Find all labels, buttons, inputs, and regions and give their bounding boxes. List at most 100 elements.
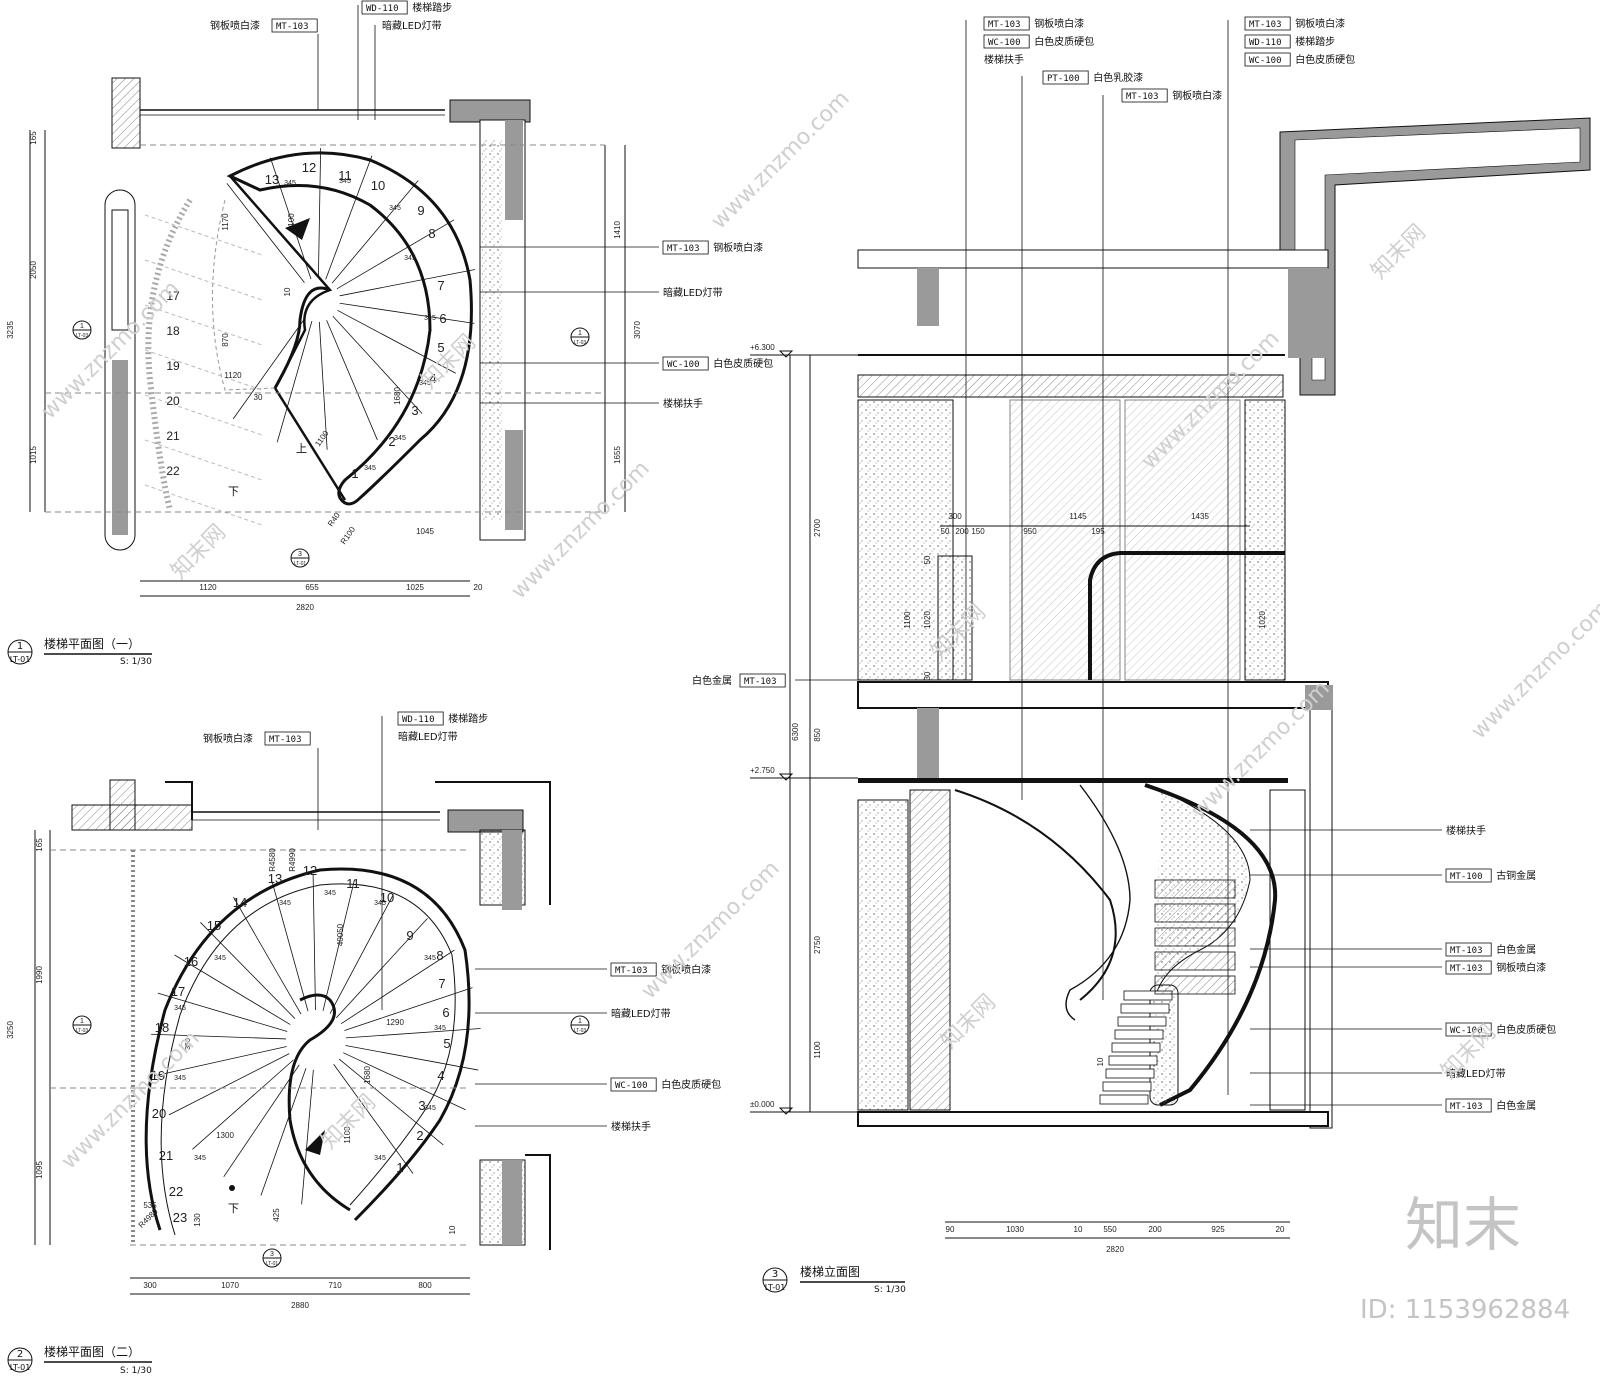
material-label: 楼梯踏步 — [1295, 35, 1335, 48]
upper-handrail — [1088, 551, 1285, 680]
dimension-text: 1095 — [35, 1161, 44, 1179]
dimension-text: 1070 — [221, 1281, 239, 1290]
dimension-text: R40 — [326, 511, 342, 529]
dimension-text: 1655 — [613, 446, 622, 464]
elevation-step — [1111, 1042, 1161, 1053]
watermark-text: 知末网 — [167, 520, 231, 584]
material-code-box — [1445, 942, 1492, 957]
tread-width: 345 — [339, 178, 351, 185]
dimension-text: 90 — [946, 1225, 955, 1234]
step-number: 22 — [169, 1184, 183, 1199]
section-mark-num: 3 — [270, 1251, 274, 1258]
material-code: MT-103 — [988, 20, 1021, 30]
tread-line — [301, 1069, 314, 1205]
dimension-text: 20 — [474, 583, 483, 592]
dimension-text: 10 — [1096, 1057, 1105, 1066]
material-label: 暗藏LED灯带 — [611, 1007, 671, 1020]
elevation-step — [1105, 1068, 1155, 1079]
tread-line — [336, 219, 455, 290]
dimension-text: 655 — [305, 583, 319, 592]
dimension-text: 1680 — [363, 1066, 372, 1084]
upper-slab — [857, 249, 1329, 269]
elevation-upper-step — [1154, 903, 1236, 923]
material-label: 钢板喷白漆 — [713, 241, 763, 254]
step-number: 13 — [265, 172, 279, 187]
material-label: 白色皮质硬包 — [1295, 53, 1355, 66]
elevation-scale: S: 1/30 — [874, 1285, 906, 1295]
dimension-text: 1100 — [903, 611, 912, 629]
material-code: WC-100 — [615, 1081, 648, 1091]
material-code-box — [1042, 70, 1089, 85]
wall-right-fill — [482, 140, 502, 520]
material-code: MT-103 — [269, 735, 302, 745]
dimension-text: R4990 — [288, 848, 297, 872]
direction-arrow-2 — [305, 1130, 325, 1155]
material-code: WD-110 — [402, 715, 435, 725]
material-label: 白色皮质硬包 — [1496, 1023, 1556, 1036]
material-code-box — [361, 0, 408, 15]
tread-width: 345 — [174, 1005, 186, 1012]
material-code-box — [662, 240, 709, 255]
material-code-box — [983, 34, 1030, 49]
lower-flight-handrail — [145, 198, 193, 511]
dimension-total: 2880 — [291, 1301, 309, 1310]
elevation-title-block: 3 LT-01 楼梯立面图 S: 1/30 — [762, 1264, 906, 1295]
tread-width: 345 — [284, 180, 296, 187]
material-code: WC-100 — [1450, 1026, 1483, 1036]
dimension-text: R4580 — [268, 848, 277, 872]
lower-step-number: 22 — [166, 464, 180, 478]
tread-width: 345 — [174, 1075, 186, 1082]
dimension-text: 2700 — [813, 519, 822, 537]
tread-line — [326, 320, 378, 441]
tread-line — [329, 894, 394, 1014]
wall-edge-right-2 — [435, 781, 551, 905]
dimension-text: 2750 — [813, 936, 822, 954]
stair-outer-stringer — [226, 151, 473, 506]
dimension-text: 1145 — [1069, 512, 1087, 521]
plan1-title: 楼梯平面图（一） — [44, 636, 140, 651]
dimension-text: 300 — [948, 512, 962, 521]
lower-tread-line — [144, 349, 263, 391]
down-label: 下 — [228, 1202, 239, 1215]
left-wall-pill-top — [111, 209, 129, 331]
column-a-2 — [502, 830, 522, 910]
elevation-step — [1123, 990, 1173, 1001]
stair-treads — [226, 148, 476, 450]
material-label: 楼梯踏步 — [448, 712, 488, 725]
tread-line — [200, 922, 296, 1019]
dimension-text: 2050 — [29, 261, 38, 279]
dimension-text: 6300 — [791, 723, 800, 741]
dimension-text: 535 — [143, 1201, 157, 1210]
material-code: PT-100 — [1047, 74, 1080, 84]
tread-line — [339, 269, 476, 297]
lower-step-number: 21 — [166, 429, 180, 443]
tread-line — [325, 155, 373, 280]
watermark-text: www.znzmo.com — [1467, 596, 1600, 744]
material-code: WC-100 — [1249, 56, 1282, 66]
tread-line — [345, 1028, 481, 1039]
tread-width: 350 — [185, 1038, 192, 1050]
elevation-title: 楼梯立面图 — [800, 1264, 860, 1279]
tread-width: 345 — [424, 1105, 436, 1112]
plan1-scale: S: 1/30 — [120, 657, 152, 667]
material-code-box — [1121, 88, 1168, 103]
dimension-text: 1100 — [343, 1126, 352, 1144]
upper-glass-panel-2 — [1124, 399, 1241, 681]
dimension-text: 150 — [971, 527, 985, 536]
dimension-text: 1045 — [416, 527, 434, 536]
lower-panel-left — [857, 799, 909, 1111]
wall-top-right — [449, 99, 531, 123]
dimension-text: 300 — [143, 1281, 157, 1290]
watermark-text: www.znzmo.com — [507, 456, 655, 604]
tread-line — [338, 1058, 444, 1146]
dimension-text: 870 — [221, 333, 230, 347]
cornice — [857, 374, 1284, 398]
lower-tread-line — [144, 394, 263, 436]
section-mark-num: 1 — [578, 330, 582, 337]
tread-width: 345 — [364, 465, 376, 472]
elevation-badge-ref: LT-01 — [765, 1283, 786, 1292]
section-mark-ref: LT-03 — [76, 333, 89, 339]
tread-line — [312, 875, 316, 1011]
